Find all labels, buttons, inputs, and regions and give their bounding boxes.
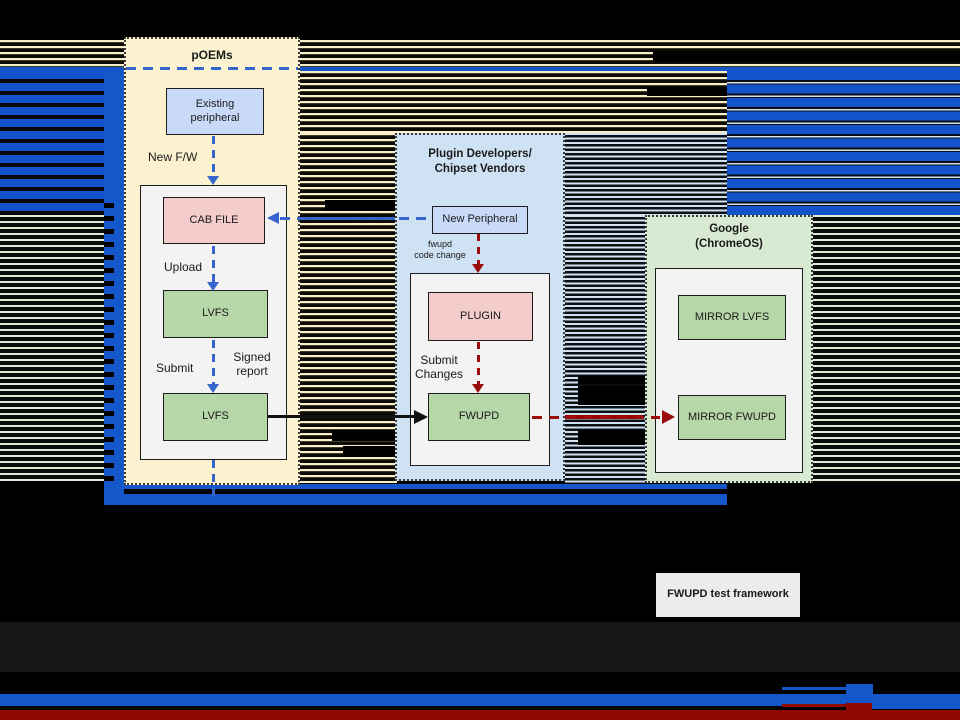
redaction-bar [647, 87, 727, 96]
glitch-stripes-tan-mid [300, 71, 727, 133]
bottom-blue-thin-line [782, 687, 872, 690]
plugin-panel-title: Plugin Developers/ Chipset Vendors [428, 148, 532, 175]
fwupd-to-mirror-arrow-line [532, 416, 660, 419]
submit-changes-label: Submit Changes [414, 353, 464, 382]
blue-bar-thin [104, 484, 727, 489]
redaction-bar [332, 430, 397, 441]
mirror-lvfs-box: MIRROR LVFS [678, 295, 786, 340]
redaction-bar [578, 386, 645, 405]
newperipheral-to-cab-arrowhead [267, 212, 279, 224]
plugin-box: PLUGIN [428, 292, 533, 341]
poems-bottom-dashed-line [212, 460, 215, 496]
lvfs-submit-box: LVFS [163, 393, 268, 441]
cab-to-lvfs-arrow-line [212, 246, 215, 282]
lvfs-to-lvfs-arrowhead [207, 384, 219, 393]
google-panel-title: Google (ChromeOS) [695, 223, 763, 250]
bottom-red-thin-line [782, 704, 850, 707]
bottom-blue-bar [0, 694, 960, 706]
glitch-stripes-sage-left [0, 215, 105, 481]
glitch-blue-column-notches [104, 195, 114, 485]
glitch-stripes-blue-left [0, 71, 105, 215]
newperipheral-to-plugin-arrow-line [477, 234, 480, 265]
glitch-stripes-blue-right [727, 71, 960, 215]
submit-label: Submit [156, 361, 194, 375]
plugin-to-fwupd-arrow-line [477, 342, 480, 384]
redaction-bar [343, 446, 397, 457]
bottom-dark-band [0, 622, 960, 672]
bottom-red-bar [0, 710, 960, 720]
new-peripheral-box: New Peripheral [432, 206, 528, 234]
glitch-stripes-sage-right [813, 215, 960, 482]
fwupd-box: FWUPD [428, 393, 530, 441]
lvfs-to-lvfs-arrow-line [212, 340, 215, 384]
plugin-to-fwupd-arrowhead [472, 384, 484, 393]
new-fw-label: New F/W [148, 150, 198, 164]
cab-file-box: CAB FILE [163, 197, 265, 244]
blue-bar-thick [104, 494, 727, 505]
lvfs-to-fwupd-arrow-line [268, 415, 414, 418]
glitch-blue-line-top [0, 67, 960, 71]
lvfs-to-fwupd-arrowhead [414, 410, 428, 424]
cab-to-lvfs-arrowhead [207, 282, 219, 291]
newperipheral-to-plugin-arrowhead [472, 264, 484, 273]
redaction-bar [578, 376, 645, 384]
mirror-fwupd-box: MIRROR FWUPD [678, 395, 786, 440]
redaction-bar [653, 51, 960, 62]
newperipheral-to-cab-arrow-line [280, 217, 432, 220]
existing-to-cab-arrowhead [207, 176, 219, 185]
poems-panel-title: pOEMs [191, 48, 233, 62]
bottom-blue-tail [872, 705, 960, 709]
poems-top-dashed-line [126, 67, 298, 70]
signed-report-label: Signed report [233, 350, 271, 379]
fwupd-to-mirror-arrowhead [662, 410, 675, 424]
lvfs-upload-box: LVFS [163, 290, 268, 338]
upload-label: Upload [164, 260, 203, 274]
glitch-stripes-tan-gap [300, 133, 397, 483]
redaction-bar [578, 430, 645, 445]
fwupd-code-change-label: fwupd code change [414, 239, 466, 260]
redaction-bar [325, 200, 397, 211]
existing-to-cab-arrow-line [212, 136, 215, 176]
glitch-stripes-lightblue-top [565, 133, 727, 215]
existing-peripheral-box: Existing peripheral [166, 88, 264, 135]
fwupd-test-framework-box: FWUPD test framework [656, 573, 800, 617]
